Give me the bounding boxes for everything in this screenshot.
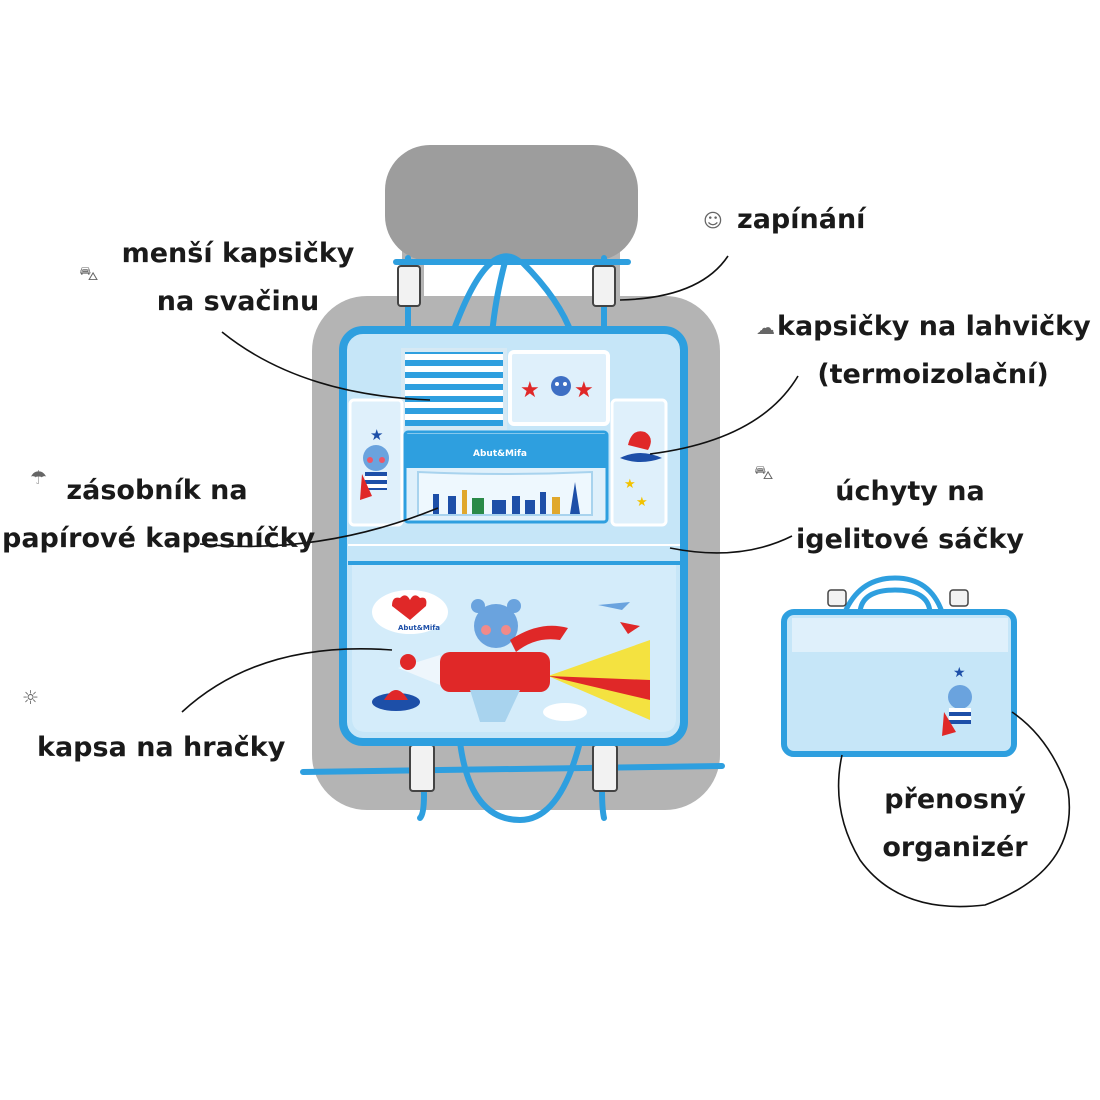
basket-icon: ⛍ [79,263,99,285]
toy-pocket: Abut&Mifa [352,565,676,732]
callout-toy-pocket [181,647,393,713]
callout-bottle-pockets [649,375,799,455]
portable-handle [842,575,945,614]
basket-icon: ⛍ [754,462,774,484]
heart-logo [392,595,427,620]
svg-text:★: ★ [370,426,383,444]
label-line: papírové kapesníčky [2,523,316,554]
bottle-pocket-right [610,398,668,527]
svg-text:Abut&Mifa: Abut&Mifa [398,624,440,632]
striped-pocket [401,348,507,430]
callout-tissue-holder [199,507,439,548]
smiley-icon: ☺ [703,210,723,232]
label-line: kapsa na hračky [37,732,286,763]
label-line: zásobník na [66,475,248,506]
bear-pilot [474,604,518,648]
label-line: igelitové sáčky [795,524,1025,555]
label-line: úchyty na [835,476,985,507]
callout-lines [181,255,1071,908]
tissue-holder: Abut&Mifa [403,430,609,524]
bear-character [948,685,972,709]
callout-snack-pockets [221,331,431,401]
label-bag-hooks: úchyty na igelitové sáčky [790,468,1030,564]
buckle-bottom-right [592,744,618,792]
snack-pockets: ★ ★ [401,348,610,430]
callout-fastening [619,255,729,301]
cloud-icon: ☁ [756,317,775,339]
callout-bag-hooks [669,535,793,554]
label-line: přenosný [884,784,1026,815]
svg-text:★: ★ [953,665,966,681]
bottle-pockets: ★ ★ ★ [348,398,668,527]
dinosaur-decoration [628,431,651,450]
label-line: organizér [882,832,1028,863]
seat-headrest [385,145,638,261]
ufo [372,693,420,711]
label-line: (termoizolační) [817,359,1049,390]
sun-icon: ☼ [22,687,40,709]
tissue-holder-flap [406,434,606,468]
label-toy-pocket: kapsa na hračky [37,724,285,772]
umbrella-icon: ☂ [30,467,48,489]
star-decoration: ★ [574,378,594,403]
bear-face-small [551,376,571,396]
small-plane [598,602,630,610]
bear-character [363,445,389,471]
label-line: menší kapsičky [121,238,355,269]
label-line: na svačinu [156,286,320,317]
label-fastening: zapínání [737,196,865,244]
callout-portable [837,711,1071,908]
rocket-body [440,652,550,692]
svg-text:★: ★ [636,495,648,510]
star-decoration: ★ [520,378,540,403]
label-snack-pockets: menší kapsičky na svačinu [112,230,364,326]
brand-logo: Abut&Mifa [473,449,527,459]
label-line: kapsičky na lahvičky [777,311,1091,342]
red-cape [510,625,568,652]
buckle-top-right [592,265,616,307]
label-line: zapínání [737,204,866,235]
buckle-bottom-left [409,744,435,792]
label-tissue-holder: zásobník na papírové kapesníčky [2,467,316,563]
buckle-top-left [397,265,421,307]
portable-organizer: ★ [781,575,1017,757]
city-skyline [433,482,580,514]
label-portable: přenosný organizér [860,776,1050,872]
label-bottle-pockets: kapsičky na lahvičky (termoizolační) [777,303,1091,399]
svg-text:★: ★ [624,477,636,492]
